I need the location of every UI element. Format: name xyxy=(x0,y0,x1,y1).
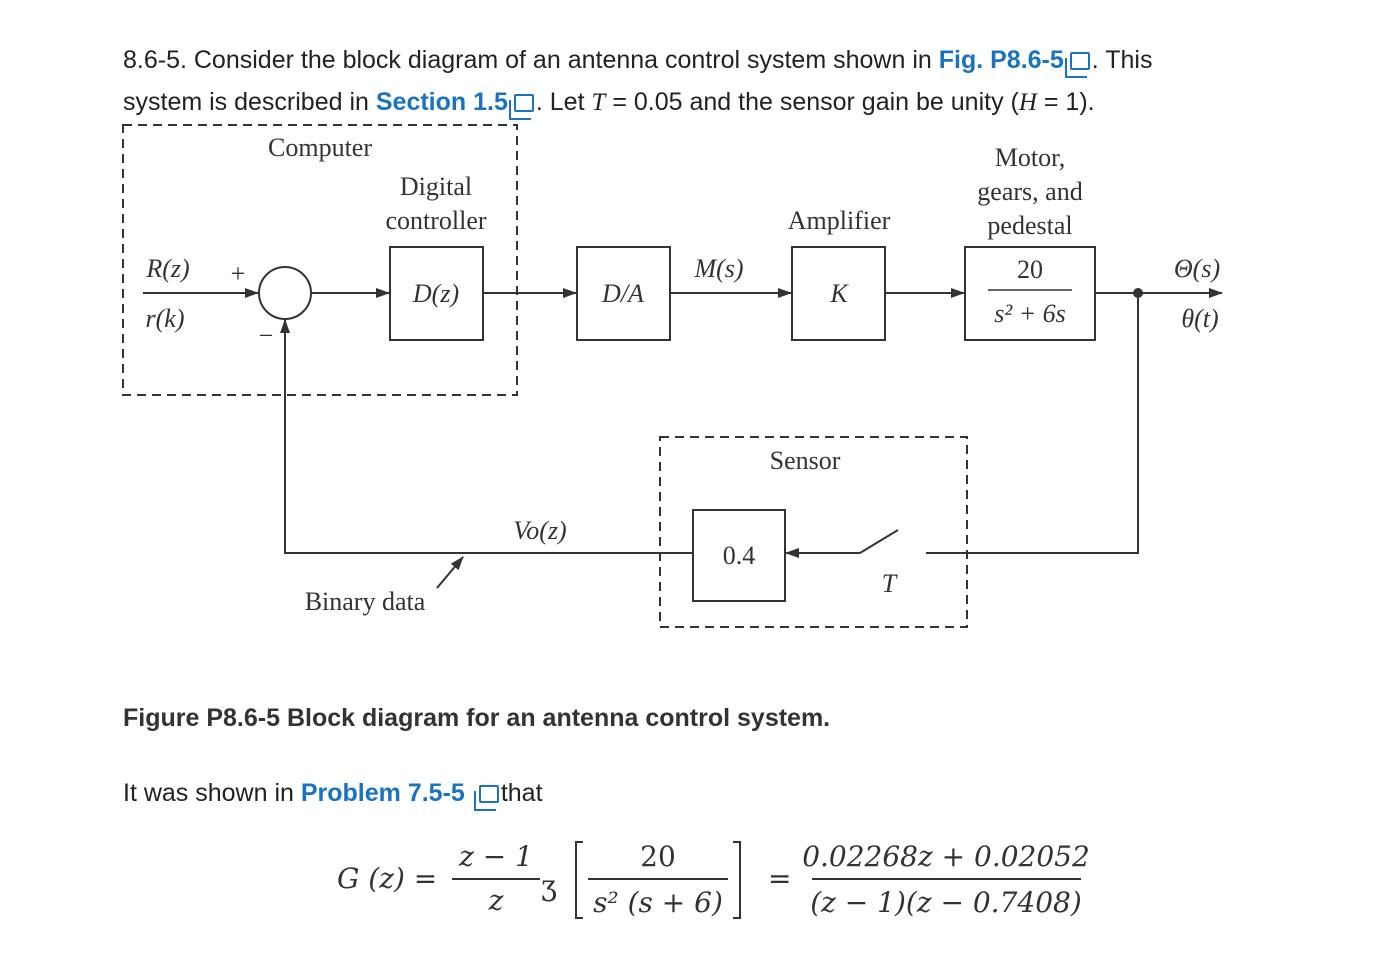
controller-text: D(z) xyxy=(412,279,459,308)
figure-caption: Figure P8.6-5 Block diagram for an anten… xyxy=(123,704,831,732)
sensor-label: Sensor xyxy=(770,446,841,475)
eq-frac2-den: s² (s + 6) xyxy=(593,886,723,919)
eq-frac3-num: 0.02268z + 0.02052 xyxy=(802,840,1090,873)
controller-label: controller xyxy=(385,206,486,235)
eq-frac2-num: 20 xyxy=(640,840,676,873)
block-diagram: Computer Digital controller R(z) r(k) + … xyxy=(122,124,1223,628)
binary-data-arrow xyxy=(436,556,464,589)
computer-boundary xyxy=(122,124,518,396)
plant-numerator: 20 xyxy=(1017,255,1043,284)
input-sequence-label: r(k) xyxy=(146,304,185,333)
eq-frac3-den: (z − 1)(z − 0.7408) xyxy=(810,886,1082,919)
external-link-icon[interactable] xyxy=(508,94,534,120)
external-link-icon[interactable] xyxy=(473,785,499,811)
sample-period-label: T xyxy=(882,569,898,598)
amplifier-label: Amplifier xyxy=(788,206,891,235)
m-signal-label: M(s) xyxy=(693,254,743,283)
sampler-switch xyxy=(859,529,899,554)
output-label: Θ(s) xyxy=(1174,254,1220,283)
motor-label-3: pedestal xyxy=(987,211,1072,240)
amplifier-gain: K xyxy=(829,279,849,308)
figure-link[interactable]: Fig. P8.6-5 xyxy=(938,46,1064,74)
summing-junction xyxy=(258,266,312,320)
sensor-boundary xyxy=(659,436,968,628)
problem-link[interactable]: Problem 7.5-5 xyxy=(300,779,465,807)
external-link-icon[interactable] xyxy=(1064,52,1090,78)
section-link[interactable]: Section 1.5 xyxy=(375,88,508,116)
digital-label: Digital xyxy=(400,172,472,201)
computer-label: Computer xyxy=(268,133,372,162)
da-text: D/A xyxy=(601,279,644,308)
plant-denominator: s² + 6s xyxy=(994,299,1066,328)
binary-data-label: Binary data xyxy=(305,587,426,616)
input-label: R(z) xyxy=(145,254,189,283)
sensor-gain: 0.4 xyxy=(723,541,756,570)
eq-frac1-den: z xyxy=(488,884,504,917)
vo-label: Vo(z) xyxy=(513,516,566,545)
plus-sign: + xyxy=(231,259,246,288)
eq-lhs: G (z) = xyxy=(337,862,437,895)
problem-statement-line2: system is described in Section 1.5. Let … xyxy=(123,88,1095,120)
minus-sign: − xyxy=(259,321,274,350)
eq-equals: = xyxy=(768,862,791,895)
motor-label-2: gears, and xyxy=(977,177,1082,206)
output-time-label: θ(t) xyxy=(1181,304,1218,333)
motor-label-1: Motor, xyxy=(995,143,1065,172)
problem-statement-line1: 8.6-5. Consider the block diagram of an … xyxy=(123,46,1153,78)
eq-frac1-num: z − 1 xyxy=(458,840,533,873)
equation: G (z) = z − 1 z ʒ 20 s² (s + 6) = 0.0226… xyxy=(337,840,1090,919)
z-transform-symbol: ʒ xyxy=(541,869,557,902)
